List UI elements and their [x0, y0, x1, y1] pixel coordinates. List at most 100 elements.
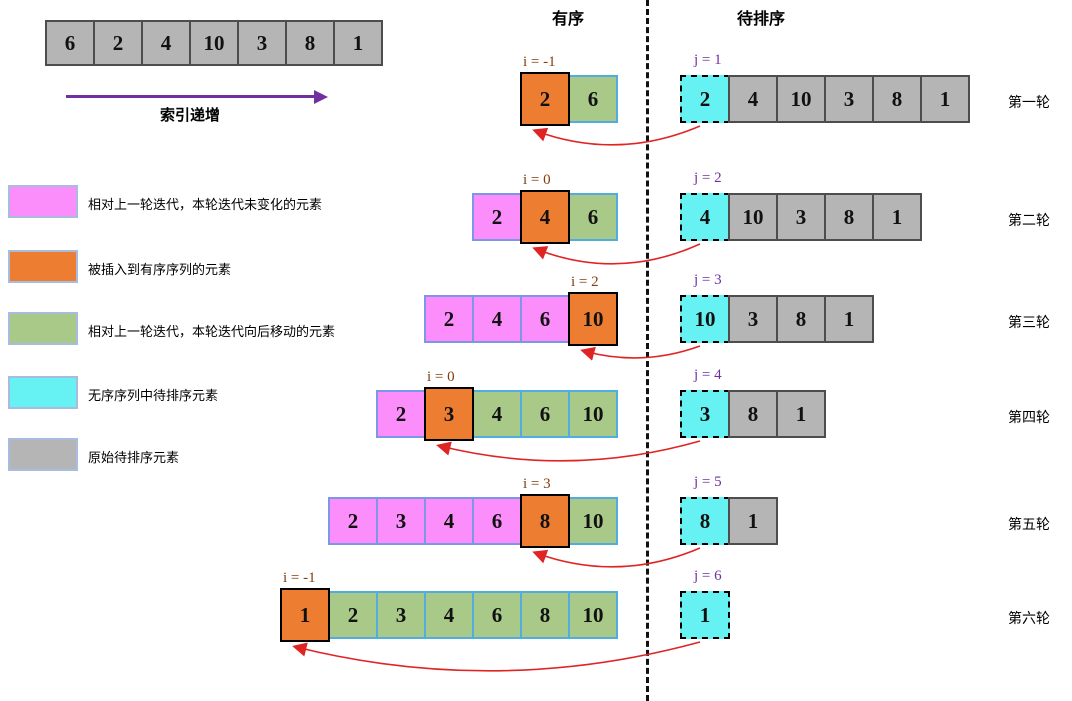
array-cell: 10: [189, 20, 239, 66]
array-cell: 8: [776, 295, 826, 343]
array-cell: 8: [520, 494, 570, 548]
i-index-label: i = 2: [571, 274, 599, 290]
move-arrow: [580, 345, 701, 361]
array-cell: 4: [424, 591, 474, 639]
array-cell: 2: [472, 193, 522, 241]
i-index-label: i = 0: [523, 172, 551, 188]
array-cell: 2: [376, 390, 426, 438]
array-cell: 3: [680, 390, 730, 438]
array-cell: 4: [520, 190, 570, 244]
index-increase-arrowhead-icon: [314, 89, 328, 104]
i-index-label: i = -1: [283, 570, 316, 586]
index-arrow-label: 索引递增: [160, 107, 221, 124]
array-cell: 1: [680, 591, 730, 639]
j-index-label: j = 4: [694, 367, 722, 383]
array-cell: 8: [872, 75, 922, 123]
array-cell: 3: [376, 497, 426, 545]
j-index-label: j = 5: [694, 474, 722, 490]
move-arrow: [436, 440, 701, 462]
array-cell: 6: [568, 75, 618, 123]
array-cell: 4: [424, 497, 474, 545]
array-cell: 4: [141, 20, 191, 66]
array-cell: 8: [680, 497, 730, 545]
j-index-label: j = 1: [694, 52, 722, 68]
move-arrow: [292, 641, 701, 672]
array-cell: 6: [472, 497, 522, 545]
array-cell: 6: [45, 20, 95, 66]
array-cell: 2: [93, 20, 143, 66]
array-cell: 10: [680, 295, 730, 343]
divider-dashed-line: [646, 0, 649, 701]
move-arrow: [532, 125, 701, 146]
legend-swatch-pink: [8, 185, 78, 218]
array-cell: 1: [280, 588, 330, 642]
index-increase-arrow: [66, 95, 316, 98]
round-label: 第五轮: [1008, 516, 1050, 532]
array-cell: 6: [472, 591, 522, 639]
legend-label: 无序序列中待排序元素: [88, 388, 219, 403]
i-index-label: i = -1: [523, 54, 556, 70]
array-cell: 10: [568, 591, 618, 639]
array-cell: 4: [728, 75, 778, 123]
round-label: 第三轮: [1008, 314, 1050, 330]
j-index-label: j = 2: [694, 170, 722, 186]
sorted-column-header: 有序: [552, 11, 585, 28]
array-cell: 1: [872, 193, 922, 241]
array-cell: 6: [568, 193, 618, 241]
array-cell: 2: [328, 497, 378, 545]
array-cell: 3: [424, 387, 474, 441]
array-cell: 3: [776, 193, 826, 241]
array-cell: 1: [333, 20, 383, 66]
array-cell: 2: [680, 75, 730, 123]
array-cell: 4: [680, 193, 730, 241]
unsorted-column-header: 待排序: [737, 11, 786, 28]
array-cell: 10: [568, 497, 618, 545]
legend-label: 相对上一轮迭代，本轮迭代向后移动的元素: [88, 324, 336, 339]
move-arrow: [532, 547, 701, 568]
array-cell: 2: [520, 72, 570, 126]
array-cell: 3: [376, 591, 426, 639]
i-index-label: i = 0: [427, 369, 455, 385]
round-label: 第六轮: [1008, 610, 1050, 626]
array-cell: 3: [237, 20, 287, 66]
array-cell: 1: [824, 295, 874, 343]
j-index-label: j = 3: [694, 272, 722, 288]
array-cell: 10: [568, 292, 618, 346]
legend-label: 被插入到有序序列的元素: [88, 262, 232, 277]
i-index-label: i = 3: [523, 476, 551, 492]
array-cell: 8: [285, 20, 335, 66]
j-index-label: j = 6: [694, 568, 722, 584]
array-cell: 2: [328, 591, 378, 639]
legend-label: 相对上一轮迭代，本轮迭代未变化的元素: [88, 197, 323, 212]
array-cell: 10: [776, 75, 826, 123]
legend-swatch-orange: [8, 250, 78, 283]
array-cell: 6: [520, 295, 570, 343]
array-cell: 10: [568, 390, 618, 438]
array-cell: 8: [520, 591, 570, 639]
array-cell: 4: [472, 295, 522, 343]
legend-swatch-green: [8, 312, 78, 345]
round-label: 第四轮: [1008, 409, 1050, 425]
array-cell: 1: [920, 75, 970, 123]
array-cell: 3: [728, 295, 778, 343]
round-label: 第二轮: [1008, 212, 1050, 228]
array-cell: 6: [520, 390, 570, 438]
array-cell: 1: [728, 497, 778, 545]
round-label: 第一轮: [1008, 94, 1050, 110]
legend-swatch-gray: [8, 438, 78, 471]
array-cell: 4: [472, 390, 522, 438]
move-arrow: [532, 243, 701, 265]
array-cell: 1: [776, 390, 826, 438]
array-cell: 2: [424, 295, 474, 343]
array-cell: 10: [728, 193, 778, 241]
array-cell: 8: [728, 390, 778, 438]
array-cell: 3: [824, 75, 874, 123]
